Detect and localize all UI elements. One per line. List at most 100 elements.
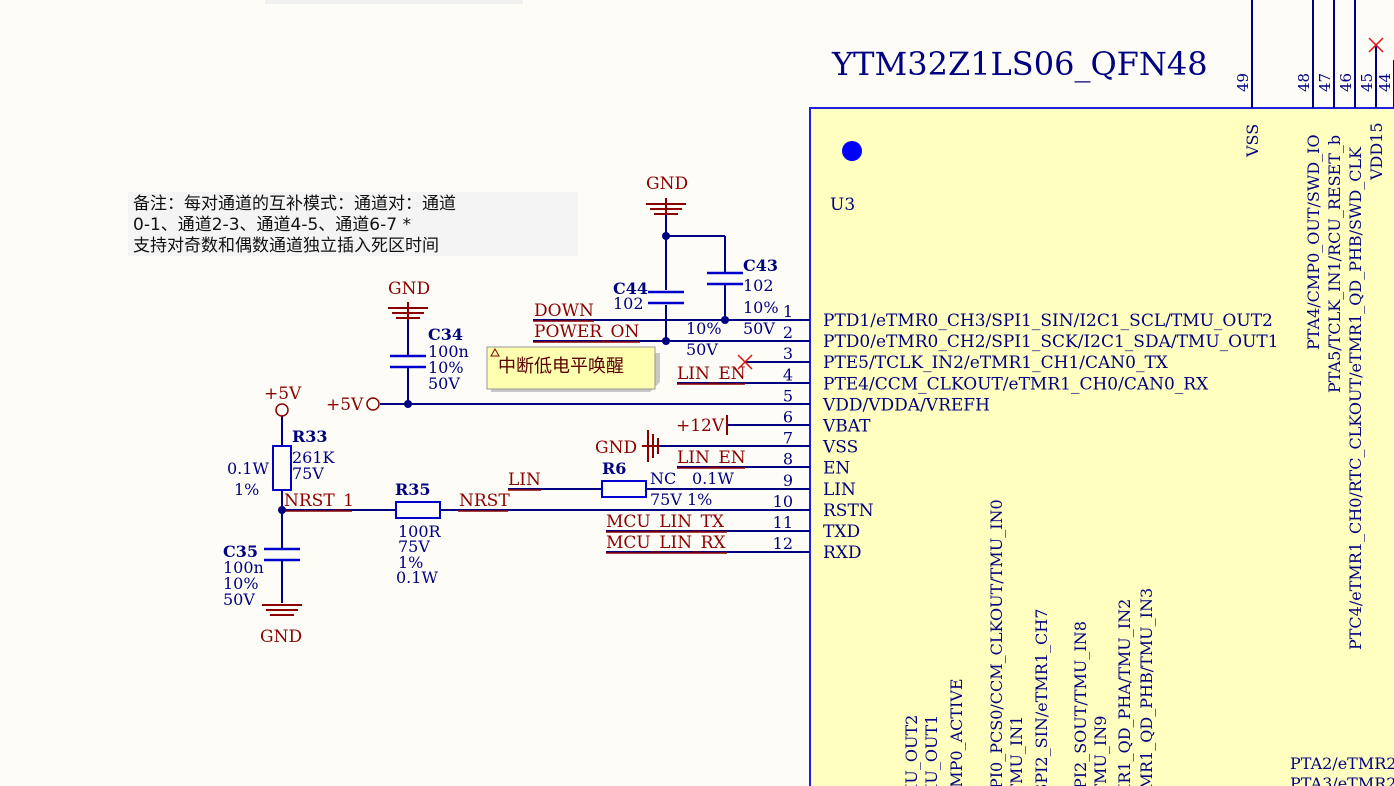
pin-name: RXD — [823, 543, 862, 563]
c34-ref: C34 — [428, 325, 463, 344]
junction-c34 — [404, 400, 412, 408]
pin-number: 12 — [773, 534, 793, 553]
chip-body[interactable] — [809, 107, 1394, 786]
no-connect-pin45-b — [1368, 37, 1384, 53]
pin-number: 6 — [783, 408, 793, 427]
c43-ref: C43 — [743, 256, 778, 275]
c44-symbol[interactable] — [648, 290, 684, 305]
junction-nrst1 — [278, 506, 286, 514]
top-pin-number: 47 — [1316, 73, 1334, 92]
bottom-pin-label: MR1_QD_PHA/TMU_IN2 — [1115, 599, 1134, 786]
net-label-power-on: POWER_ON — [534, 322, 639, 342]
r6-ref: R6 — [602, 459, 626, 478]
c35-ref: C35 — [223, 542, 258, 561]
top-strip — [265, 0, 523, 4]
r6-value: NC — [650, 469, 676, 488]
r35-tol: 1% — [398, 553, 423, 572]
c44-ref: C44 — [613, 279, 648, 298]
right-pin-label: PTA3/eTMR2 — [1290, 774, 1394, 786]
net-label-plus5v-top: +5V — [264, 384, 302, 404]
r33-volt: 75V — [292, 464, 324, 483]
r33-symbol[interactable] — [272, 445, 292, 491]
net-label-down: DOWN — [534, 301, 594, 321]
top-pin-number: 45 — [1358, 73, 1376, 92]
c44-tol: 10% — [686, 319, 722, 338]
sticky-note[interactable]: 中断低电平唤醒 — [486, 346, 660, 392]
net-label-nrst-1: NRST_1 — [284, 491, 354, 511]
net-underlines — [282, 320, 745, 554]
bottom-pin-label: /TMU_IN9 — [1091, 716, 1110, 786]
pin-name: EN — [823, 459, 850, 479]
note-line-3: 支持对奇数和偶数通道独立插入死区时间 — [133, 236, 439, 256]
c35-volt: 50V — [223, 590, 255, 609]
pin-number: 4 — [783, 365, 793, 384]
r33-value: 261K — [292, 448, 336, 467]
r35-symbol[interactable] — [395, 501, 441, 519]
c34-tol: 10% — [428, 358, 464, 377]
c43-symbol[interactable] — [707, 271, 743, 286]
top-pin-name: PTC4/eTMR1_CH0/RTC_CLKOUT/eTMR1_QD_PHB/S… — [1346, 146, 1365, 650]
pin-number: 8 — [783, 450, 793, 469]
net-label-mcu-lin-tx: MCU_LIN_TX — [606, 512, 725, 532]
junction-c43 — [721, 316, 729, 324]
pin-name: RSTN — [823, 501, 874, 521]
top-pin-number: 48 — [1295, 73, 1313, 92]
r35-volt: 75V — [398, 537, 430, 556]
pin-name: VDD/VDDA/VREFH — [822, 395, 990, 415]
top-pin-name: PTA4/CMP0_OUT/SWD_IO — [1304, 134, 1323, 350]
pin-number: 7 — [783, 429, 793, 448]
plus5v-port-symbol — [366, 397, 380, 411]
c34-symbol[interactable] — [390, 354, 426, 369]
r35-power: 0.1W — [396, 568, 438, 587]
bottom-pin-label: MU_OUT2 — [902, 715, 921, 786]
bottom-pin-label: MU_OUT1 — [922, 715, 941, 786]
top-pin-number: 49 — [1234, 73, 1252, 92]
chip-designator: U3 — [830, 195, 855, 215]
no-connect-pin3-b — [737, 354, 753, 370]
top-pin-name: VDD15 — [1367, 122, 1386, 181]
pin-name: PTE5/TCLK_IN2/eTMR1_CH1/CAN0_TX — [823, 353, 1169, 373]
junction-c44 — [662, 337, 670, 345]
pin-name: VSS — [822, 438, 858, 458]
net-label-plus12v: +12V — [676, 416, 725, 436]
bottom-pin-label: SPI0_PCS0/CCM_CLKOUT/TMU_IN0 — [987, 499, 1006, 786]
c35-tol: 10% — [223, 574, 259, 593]
junction-c44-top — [662, 232, 670, 240]
net-label-plus5v-port: +5V — [326, 395, 364, 415]
bottom-pin-label: TMR1_QD_PHB/TMU_IN3 — [1137, 588, 1156, 786]
note-line-2: 0-1、通道2-3、通道4-5、通道6-7 * — [133, 215, 411, 235]
bottom-pin-label: SPI2_SOUT/TMU_IN8 — [1071, 621, 1090, 786]
pin-number: 3 — [783, 344, 793, 363]
pin-number: 5 — [783, 386, 793, 405]
r6-symbol[interactable] — [601, 480, 647, 498]
c43-tol: 10% — [743, 298, 779, 317]
pin-number: 11 — [773, 513, 793, 532]
net-label-lin: LIN — [508, 470, 541, 490]
pin-number: 10 — [773, 492, 793, 511]
top-pin-number: 44 — [1376, 73, 1394, 92]
r33-power: 0.1W — [227, 459, 269, 478]
chip-title: YTM32Z1LS06_QFN48 — [831, 45, 1208, 83]
net-label-lin-en-b: LIN_EN — [677, 448, 746, 468]
top-pin-name: VSS — [1243, 124, 1262, 158]
c43-value: 102 — [743, 276, 774, 295]
top-pin-name: PTA5/TCLK_IN1/RCU_RESET_b — [1325, 135, 1344, 393]
r6-power: 0.1W — [692, 469, 734, 488]
bottom-pin-label: /TMU_IN1 — [1007, 716, 1026, 786]
c43-volt: 50V — [743, 319, 775, 338]
pin1-marker-dot — [842, 141, 862, 161]
c35-value: 100n — [223, 558, 264, 577]
net-label-lin-en-a: LIN_EN — [677, 364, 746, 384]
bottom-pin-label: CMP0_ACTIVE — [947, 678, 966, 786]
r33-ref: R33 — [292, 427, 328, 446]
pin-name: LIN — [823, 480, 856, 500]
c44-volt: 50V — [686, 340, 718, 359]
pin-number: 1 — [783, 302, 793, 321]
c35-symbol[interactable] — [264, 547, 300, 562]
c34-volt: 50V — [428, 374, 460, 393]
bottom-pin-label: /SPI2_SIN/eTMR1_CH7 — [1032, 609, 1051, 786]
net-label-nrst: NRST — [459, 491, 510, 511]
